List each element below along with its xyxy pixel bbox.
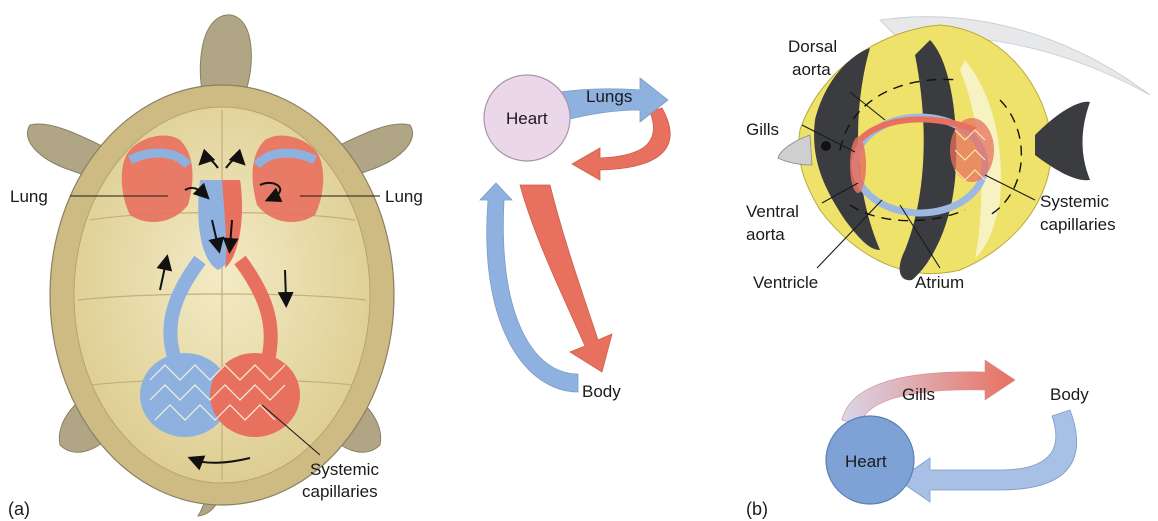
label-systemic-b-1: Systemic: [1040, 192, 1109, 211]
fish-eye: [821, 141, 831, 151]
label-body-b: Body: [1050, 385, 1089, 404]
arrow-body-to-heart-b: [898, 410, 1077, 502]
label-heart-b: Heart: [845, 452, 887, 471]
label-atrium: Atrium: [915, 273, 964, 292]
label-systemic-a-2: capillaries: [302, 482, 378, 501]
label-systemic-a-1: Systemic: [310, 460, 379, 479]
label-lung-right: Lung: [385, 187, 423, 206]
fish-illustration: [778, 17, 1150, 280]
arrow-lungs-to-heart: [572, 108, 670, 180]
label-heart-a: Heart: [506, 109, 548, 128]
arrow-heart-to-body: [520, 185, 612, 372]
panel-b-letter: (b): [746, 499, 768, 519]
panel-a-letter: (a): [8, 499, 30, 519]
turtle-illustration: [27, 15, 412, 516]
label-gills-b: Gills: [746, 120, 779, 139]
right-lung: [252, 135, 323, 222]
label-ventral-aorta-2: aorta: [746, 225, 785, 244]
label-ventral-aorta-1: Ventral: [746, 202, 799, 221]
label-gills-schematic: Gills: [902, 385, 935, 404]
fish-gills: [850, 137, 866, 193]
left-lung: [122, 135, 193, 222]
label-body-a: Body: [582, 382, 621, 401]
label-lung-left: Lung: [10, 187, 48, 206]
fish-head: [778, 135, 812, 165]
fish-schematic: [826, 360, 1077, 504]
label-dorsal-aorta-2: aorta: [792, 60, 831, 79]
label-dorsal-aorta-1: Dorsal: [788, 37, 837, 56]
label-lungs-a: Lungs: [586, 87, 632, 106]
label-systemic-b-2: capillaries: [1040, 215, 1116, 234]
label-ventricle: Ventricle: [753, 273, 818, 292]
